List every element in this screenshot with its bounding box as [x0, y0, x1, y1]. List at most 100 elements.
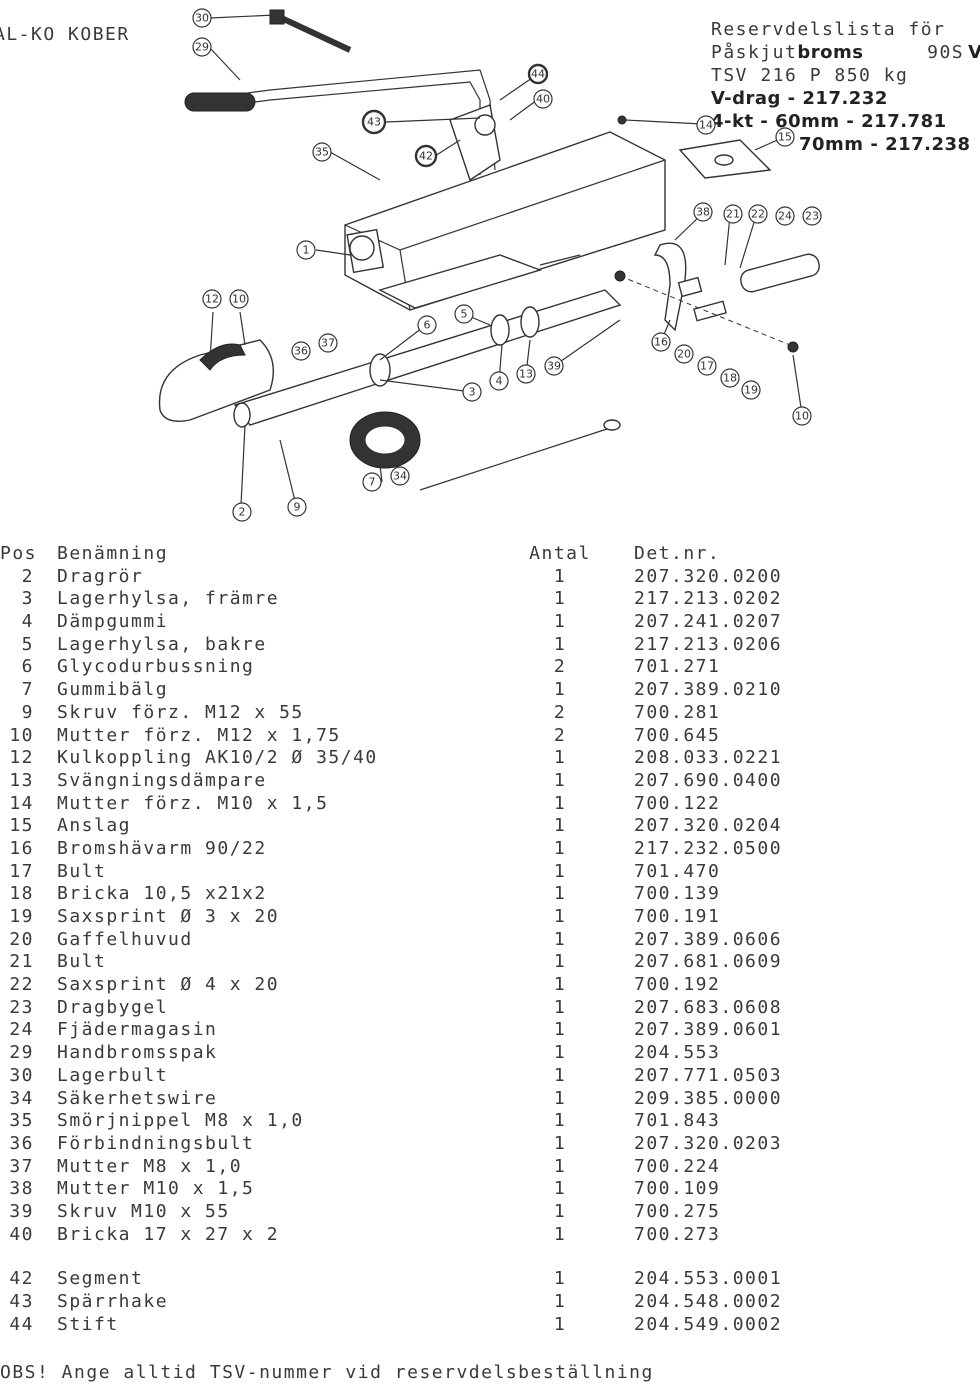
row-pos: 37	[9, 1155, 34, 1177]
callout-1: 1	[296, 240, 316, 260]
svg-text:40: 40	[536, 93, 550, 106]
callout-40: 40	[533, 89, 553, 109]
row-qty: 1	[553, 1132, 567, 1154]
row-part: 701.843	[634, 1110, 721, 1132]
row-part: 700.139	[634, 883, 721, 905]
row-name: Mutter förz. M12 x 1,75	[57, 724, 341, 746]
row-pos: 5	[21, 633, 34, 655]
callout-9: 9	[287, 497, 307, 517]
callout-17: 17	[697, 356, 717, 376]
row-part: 204.548.0002	[634, 1291, 783, 1312]
row-qty: 1	[553, 906, 567, 927]
row-pos: 21	[9, 951, 34, 973]
row-name: Skruv M10 x 55	[57, 1200, 230, 1222]
row-name: Bromshävarm 90/22	[57, 837, 267, 859]
callout-20: 20	[674, 344, 694, 364]
row-part: 207.681.0609	[634, 951, 783, 973]
row-pos: 2	[21, 565, 34, 587]
header-pos: Pos	[0, 543, 38, 564]
row-name: Glycodurbussning	[57, 656, 255, 678]
row-qty: 1	[553, 1064, 567, 1086]
row-name: Smörjnippel M8 x 1,0	[57, 1110, 304, 1132]
callout-6: 6	[417, 315, 437, 335]
row-part: 700.645	[634, 724, 721, 746]
table-header: Pos Benämning Antal Det.nr.	[0, 543, 980, 566]
row-part: 217.232.0500	[634, 837, 783, 859]
row-name: Bult	[57, 860, 107, 882]
row-pos: 43	[9, 1291, 34, 1312]
header-line-2-prefix: Påskjut	[711, 42, 798, 63]
row-qty: 1	[553, 565, 567, 587]
row-name: Mutter M8 x 1,0	[57, 1155, 243, 1177]
row-pos: 3	[21, 588, 34, 610]
row-pos: 44	[9, 1313, 34, 1335]
coupling-head-part	[158, 339, 274, 422]
svg-text:14: 14	[699, 119, 713, 132]
row-part: 207.320.0204	[634, 815, 783, 837]
svg-text:43: 43	[367, 116, 381, 129]
housing-part	[344, 131, 666, 311]
header-qty: Antal	[529, 543, 591, 564]
callout-43: 43	[361, 109, 387, 135]
row-pos: 19	[9, 906, 34, 927]
row-qty: 1	[553, 769, 567, 791]
bearing-bolt-part	[269, 9, 352, 53]
row-part: 204.553.0001	[634, 1268, 783, 1290]
row-pos: 13	[9, 769, 34, 791]
svg-text:34: 34	[393, 470, 407, 483]
header-line-2-bold: broms	[797, 42, 864, 63]
svg-text:38: 38	[696, 206, 710, 219]
row-pos: 12	[9, 747, 34, 769]
row-qty: 1	[553, 883, 567, 905]
callout-42: 42	[414, 144, 438, 168]
row-pos: 36	[9, 1132, 34, 1154]
svg-text:1: 1	[303, 244, 310, 257]
svg-text:6: 6	[424, 319, 431, 332]
row-pos: 38	[9, 1178, 34, 1200]
row-pos: 29	[9, 1042, 34, 1064]
handbrake-lever-part	[184, 69, 501, 182]
footer-note: OBS! Ange alltid TSV-nummer vid reservde…	[0, 1362, 654, 1383]
row-part: 207.389.0606	[634, 928, 783, 950]
stop-plate-part	[678, 139, 772, 179]
row-pos: 14	[9, 792, 34, 814]
callout-13: 13	[516, 364, 536, 384]
callout-24: 24	[775, 206, 795, 226]
row-part: 208.033.0221	[634, 747, 783, 769]
row-pos: 24	[9, 1019, 34, 1041]
table-gap	[0, 1246, 980, 1268]
svg-text:44: 44	[531, 68, 545, 81]
row-name: Stift	[57, 1313, 119, 1335]
row-qty: 1	[553, 974, 567, 996]
callout-10b: 10	[792, 406, 812, 426]
row-part: 700.192	[634, 974, 721, 996]
row-name: Spärrhake	[57, 1291, 169, 1312]
row-pos: 39	[9, 1200, 34, 1222]
row-qty: 1	[553, 1223, 567, 1245]
row-pos: 35	[9, 1110, 34, 1132]
header-name: Benämning	[57, 543, 169, 564]
row-pos: 22	[9, 974, 34, 996]
callout-44: 44	[527, 63, 549, 85]
row-pos: 10	[9, 724, 34, 746]
row-pos: 18	[9, 883, 34, 905]
row-name: Förbindningsbult	[57, 1132, 255, 1154]
row-part: 700.191	[634, 906, 721, 927]
row-qty: 1	[553, 837, 567, 859]
svg-text:30: 30	[195, 12, 209, 25]
